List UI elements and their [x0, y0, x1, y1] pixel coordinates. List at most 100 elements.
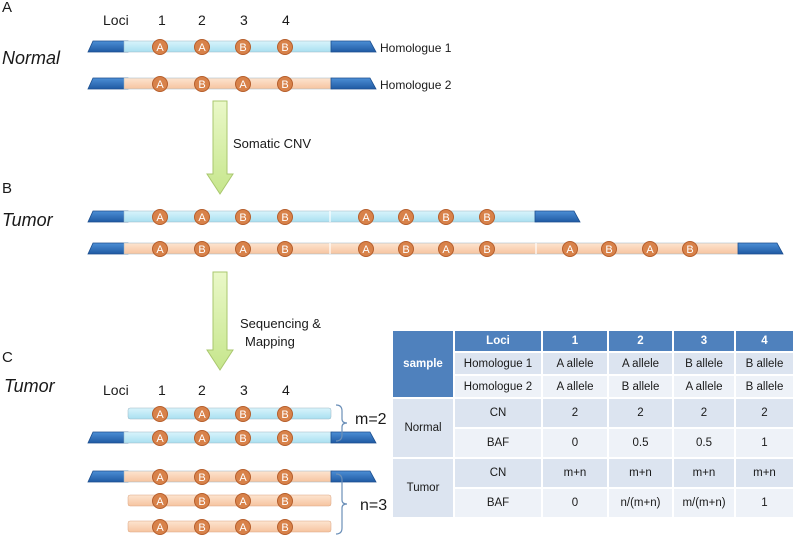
table-cell: m+n [543, 459, 607, 487]
table-sample-header: sample [393, 331, 453, 397]
table-header-locus: 4 [736, 331, 793, 351]
allele-circle [194, 209, 210, 225]
chromosome-end [534, 210, 581, 223]
panel-c-label: Tumor [4, 376, 55, 396]
allele-letter: A [156, 472, 164, 484]
allele-circle [194, 430, 210, 446]
allele-letter: A [156, 522, 164, 534]
allele-circle [235, 76, 251, 92]
locus-number: 3 [240, 12, 248, 28]
allele-letter: A [239, 79, 247, 91]
table-cell: A allele [543, 376, 607, 397]
table-cell: A allele [543, 353, 607, 374]
table-header-locus: 2 [609, 331, 672, 351]
allele-circle [194, 493, 210, 509]
chromosome-end [87, 77, 129, 90]
allele-letter: B [402, 244, 409, 256]
allele-letter: A [198, 212, 206, 224]
allele-circle [235, 430, 251, 446]
table-cell: B allele [736, 376, 793, 397]
table-cell: 0.5 [609, 429, 672, 457]
allele-letter: B [239, 212, 246, 224]
allele-circle [194, 76, 210, 92]
allele-letter: B [483, 244, 490, 256]
allele-letter: B [239, 42, 246, 54]
allele-letter: A [442, 244, 450, 256]
locus-number-c: 1 [158, 382, 166, 398]
allele-circle [235, 493, 251, 509]
homologue-1-label: Homologue 1 [380, 41, 452, 55]
allele-circle [398, 241, 414, 257]
allele-letter: B [239, 409, 246, 421]
allele-circle [277, 406, 293, 422]
down-arrow [206, 271, 234, 371]
allele-letter: B [281, 433, 288, 445]
table-row-label: CN [455, 399, 541, 427]
table-cell: m+n [674, 459, 734, 487]
table-cell: A allele [609, 353, 672, 374]
locus-number: 1 [158, 12, 166, 28]
allele-letter: B [198, 472, 205, 484]
allele-circle [152, 209, 168, 225]
allele-letter: B [483, 212, 490, 224]
allele-circle [277, 493, 293, 509]
allele-letter: B [281, 79, 288, 91]
arrow-label-somatic-cnv: Somatic CNV [233, 136, 312, 151]
allele-circle [152, 430, 168, 446]
locus-number-c: 3 [240, 382, 248, 398]
allele-circle [152, 406, 168, 422]
chromosome-end [330, 40, 377, 53]
allele-letter: A [156, 433, 164, 445]
table-header-loci: Loci [455, 331, 541, 351]
allele-circle [152, 241, 168, 257]
panel-a-label: Normal [2, 48, 61, 68]
loci-header-label: Loci [103, 12, 129, 28]
allele-letter: B [686, 244, 693, 256]
table-cell: B allele [609, 376, 672, 397]
allele-circle [235, 241, 251, 257]
locus-number-c: 4 [282, 382, 290, 398]
allele-circle [398, 209, 414, 225]
allele-letter: A [362, 212, 370, 224]
allele-letter: A [156, 79, 164, 91]
locus-number: 4 [282, 12, 290, 28]
locus-number-c: 2 [198, 382, 206, 398]
allele-letter: B [198, 496, 205, 508]
chromosome-end [87, 431, 129, 444]
allele-letter: B [281, 496, 288, 508]
table-header-locus: 3 [674, 331, 734, 351]
table-cell: A allele [674, 376, 734, 397]
allele-circle [152, 493, 168, 509]
table-cell: 1 [736, 489, 793, 517]
chromosome-end [87, 470, 129, 483]
allele-letter: A [239, 496, 247, 508]
allele-circle [235, 469, 251, 485]
allele-letter: B [281, 212, 288, 224]
table-row-label: Homologue 1 [455, 353, 541, 374]
allele-letter: B [281, 472, 288, 484]
allele-letter: B [281, 244, 288, 256]
table-cell: 2 [609, 399, 672, 427]
allele-circle [152, 76, 168, 92]
panel-b-letter: B [2, 180, 13, 197]
table-header-locus: 1 [543, 331, 607, 351]
allele-circle [277, 430, 293, 446]
allele-circle [358, 241, 374, 257]
panel-a-letter: A [2, 0, 13, 16]
allele-letter: A [198, 433, 206, 445]
allele-circle [358, 209, 374, 225]
cnv-table: sample Loci 1 2 3 4 Homologue 1 A allele… [391, 329, 793, 519]
table-group-tumor: Tumor [393, 459, 453, 517]
locus-number: 2 [198, 12, 206, 28]
allele-letter: A [156, 244, 164, 256]
panel-c-letter: C [2, 349, 13, 366]
chromosome-end [737, 242, 784, 255]
allele-letter: B [239, 433, 246, 445]
allele-circle [562, 241, 578, 257]
allele-letter: A [402, 212, 410, 224]
chromosome-end [330, 77, 377, 90]
table-cell: 0 [543, 429, 607, 457]
arrow-label-mapping: Mapping [245, 334, 295, 349]
bracket [335, 473, 348, 535]
allele-circle [194, 241, 210, 257]
